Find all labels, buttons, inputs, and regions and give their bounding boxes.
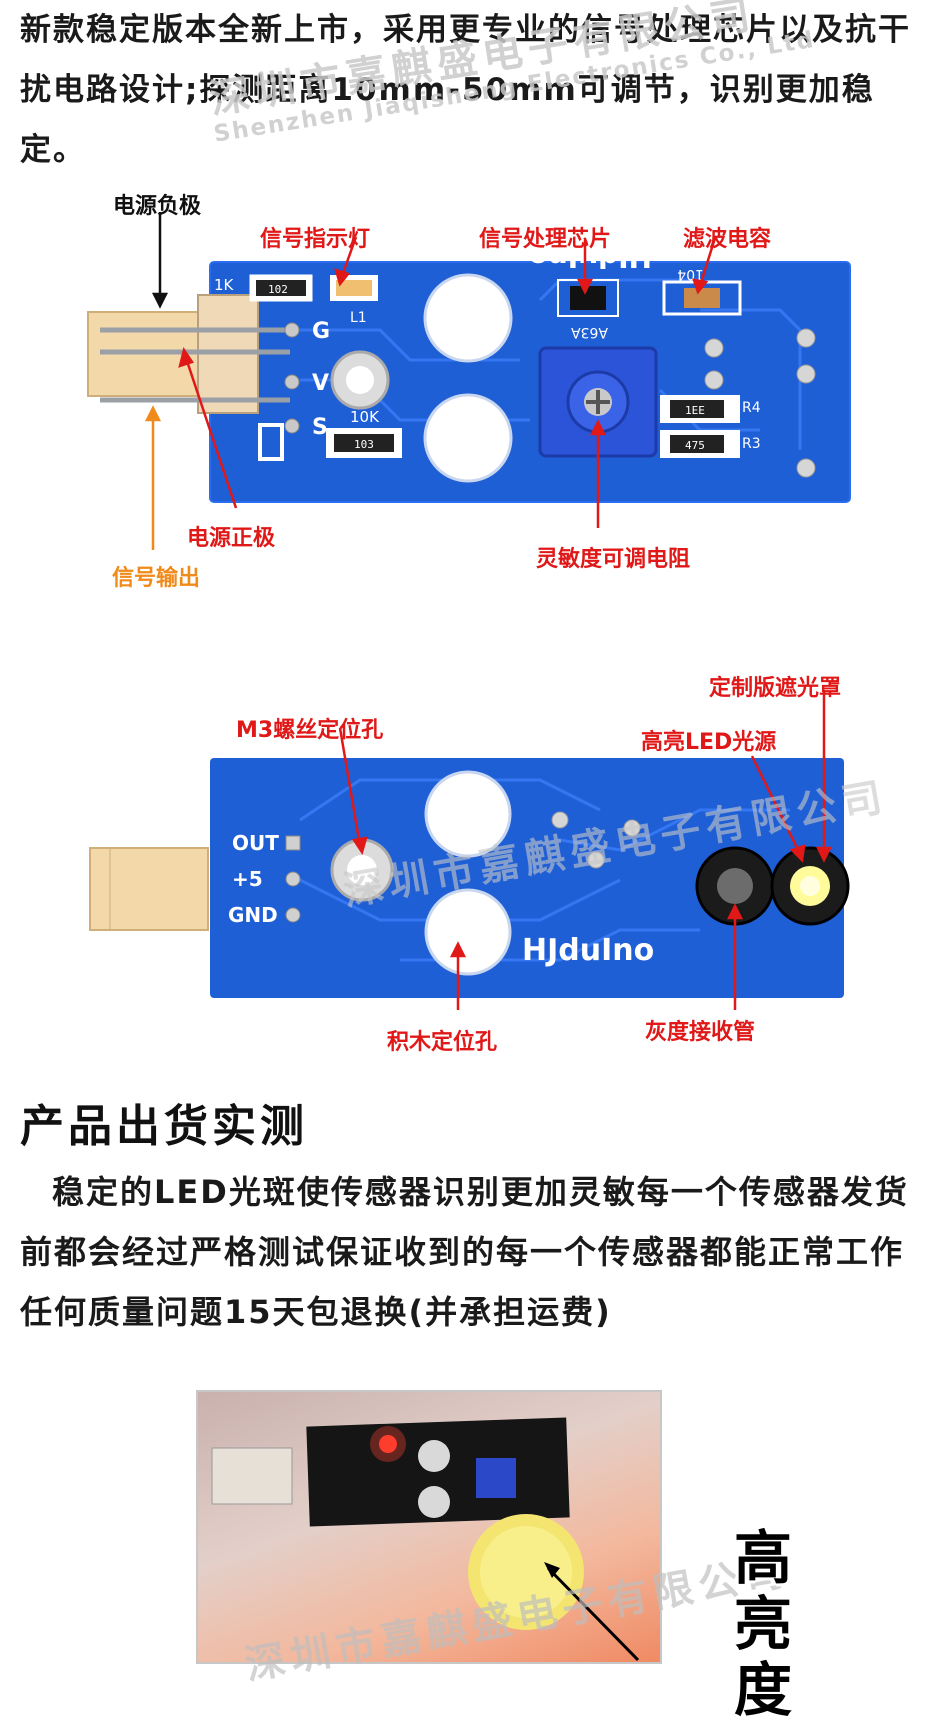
pin-label-v: V [312,371,329,396]
mount-hole-bottom [423,393,513,483]
pin-label-g: G [312,319,330,344]
photo-vertical-title-text: 高亮度 [733,1524,792,1724]
board-bottom-illustration: OUT +5 GND HJduIno [89,690,850,1010]
photo-vertical-title: 高亮度 [728,1525,798,1723]
board-top-illustration: G V S 102 1K L1 103 10K HJduIno A63A 104… [87,212,851,550]
silk-model-top: HJduIno [529,241,652,274]
label-block-hole: 积木定位孔 [387,1030,498,1055]
resistor-name-10k: 10K [350,408,380,426]
label-signal-chip: 信号处理芯片 [479,227,612,252]
resistor-name-r4: R4 [742,400,761,416]
resistor-name-1k: 1K [214,276,235,294]
label-filter-cap: 滤波电容 [683,227,772,252]
silk-model-bottom: HJduIno [522,933,654,968]
resistor-code-1ee: 1EE [685,404,705,417]
signal-chip [570,286,606,310]
resistor-name-r3: R3 [742,436,761,452]
filter-capacitor [684,288,720,308]
label-bright-led: 高亮LED光源 [641,730,777,755]
label-sensitivity-pot: 灵敏度可调电阻 [536,547,691,572]
cap-code: 104 [677,266,704,282]
label-m3-hole: M3螺丝定位孔 [236,718,384,743]
resistor-code-475: 475 [685,439,705,452]
block-hole [424,888,512,976]
chip-code: A63A [571,324,608,340]
section-body: 稳定的LED光斑使传感器识别更加灵敏每一个传感器发货前都会经过严格测试保证收到的… [20,1173,909,1331]
intro-paragraph: 新款稳定版本全新上市，采用更专业的信号处理芯片以及抗干扰电路设计;探测距离10m… [20,12,911,168]
mount-hole-top [423,273,513,363]
resistor-code-103: 103 [354,438,374,451]
pin-label-out: OUT [232,831,279,855]
led-name-l1: L1 [350,310,367,326]
resistor-code-102: 102 [268,283,288,296]
label-custom-shield: 定制版遮光罩 [709,676,842,701]
label-receiver-tube: 灰度接收管 [645,1020,756,1045]
label-signal-led: 信号指示灯 [260,227,371,252]
pin-label-5v: +5 [232,867,263,891]
test-photo [196,1390,662,1664]
label-power-negative: 电源负极 [113,194,202,219]
label-power-positive: 电源正极 [187,526,276,551]
section-title: 产品出货实测 [20,1101,308,1152]
pin-label-gnd: GND [228,903,278,927]
pin-label-s: S [312,415,328,440]
label-signal-output: 信号输出 [112,566,201,591]
